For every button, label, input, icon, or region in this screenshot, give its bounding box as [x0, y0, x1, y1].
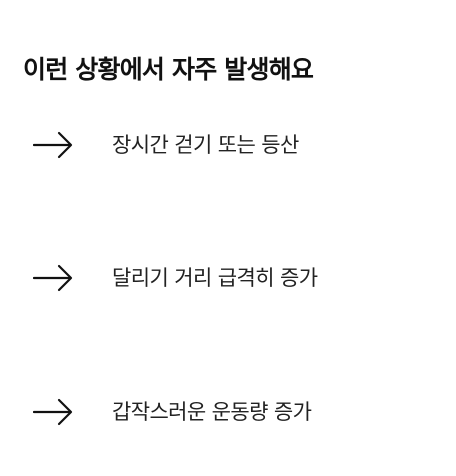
list-item-label: 장시간 걷기 또는 등산	[112, 133, 299, 157]
section-title: 이런 상황에서 자주 발생해요	[23, 55, 314, 84]
list-item: 갑작스러운 운동량 증가	[0, 392, 456, 432]
list-item: 달리기 거리 급격히 증가	[0, 258, 456, 298]
list-item-label: 갑작스러운 운동량 증가	[112, 400, 312, 424]
arrow-right-icon	[33, 264, 73, 292]
list-item-label: 달리기 거리 급격히 증가	[112, 266, 318, 290]
list-item: 장시간 걷기 또는 등산	[0, 125, 456, 165]
arrow-right-icon	[33, 398, 73, 426]
arrow-right-icon	[33, 131, 73, 159]
